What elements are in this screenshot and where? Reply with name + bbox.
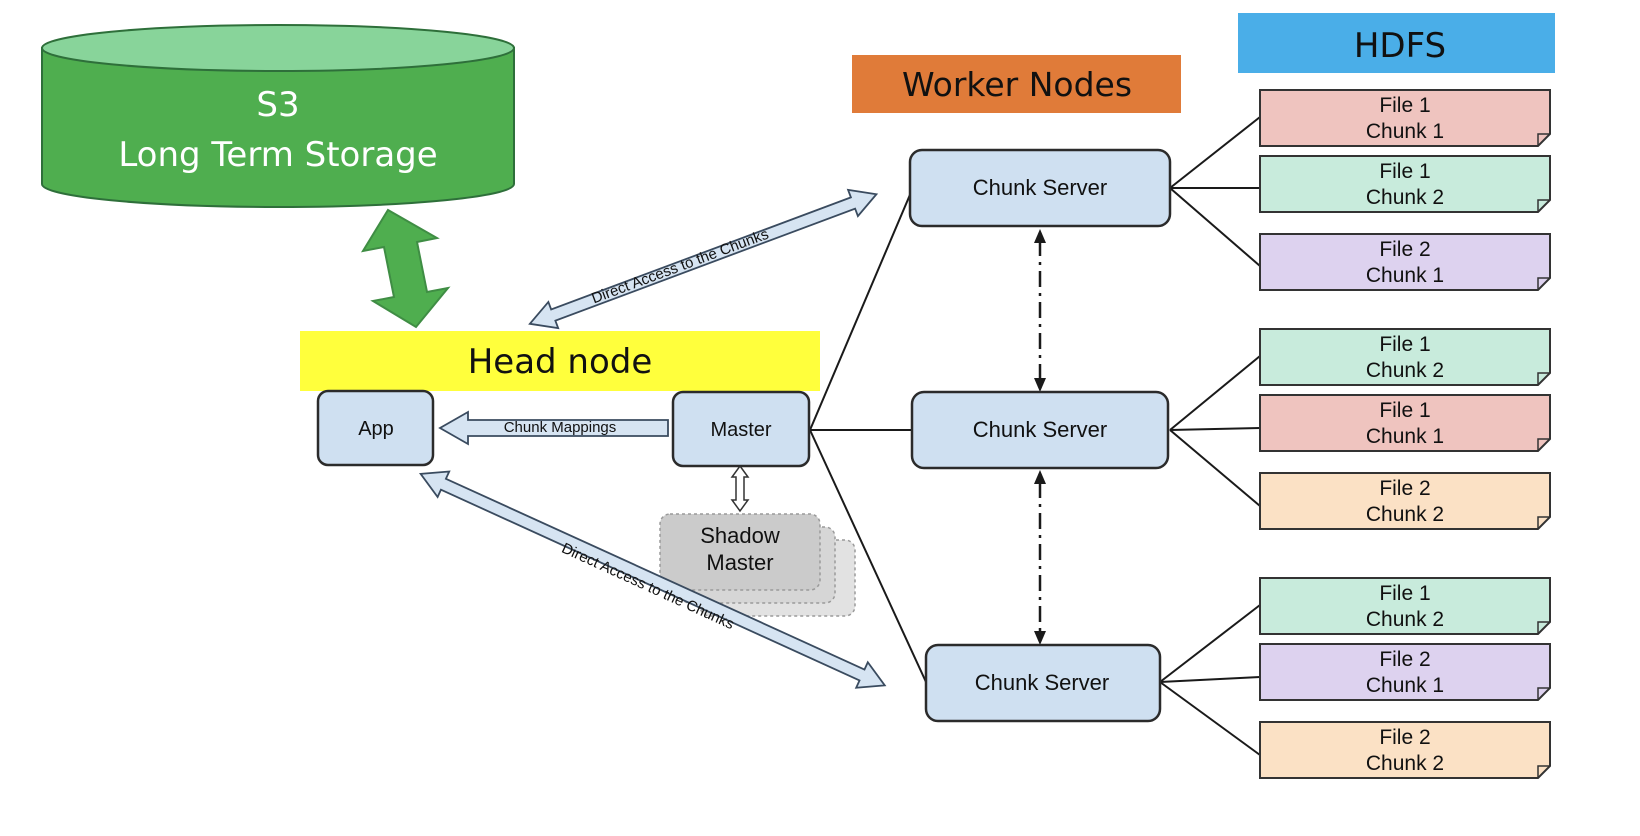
chunk-file-box: File 2 Chunk 2 bbox=[1259, 721, 1551, 779]
chunk-file-line2: Chunk 2 bbox=[1366, 359, 1444, 382]
chunk-file-line2: Chunk 2 bbox=[1366, 608, 1444, 631]
chunk-file-connectors bbox=[1159, 116, 1261, 756]
chunk-file-line1: File 2 bbox=[1379, 726, 1430, 749]
head-node-label: Head node bbox=[468, 342, 653, 382]
app-label: App bbox=[358, 418, 394, 440]
master-node: Master bbox=[671, 390, 811, 468]
chunk-file-line1: File 1 bbox=[1379, 160, 1430, 183]
direct-access-arrow-top: Direct Access to the Chunks bbox=[528, 188, 879, 330]
chunk-file-box: File 2 Chunk 1 bbox=[1259, 233, 1551, 291]
worker-nodes-label: Worker Nodes bbox=[902, 65, 1132, 104]
chunk-file-line2: Chunk 2 bbox=[1366, 186, 1444, 209]
chunk-mappings-arrow: Chunk Mappings bbox=[438, 410, 669, 446]
chunk-file-box: File 1 Chunk 1 bbox=[1259, 89, 1551, 147]
chunk-server-2-label: Chunk Server bbox=[973, 417, 1108, 442]
chunk-mappings-label: Chunk Mappings bbox=[504, 419, 617, 436]
chunk-server-3: Chunk Server bbox=[924, 643, 1162, 723]
s3-title: S3 bbox=[256, 85, 299, 125]
chunk-file-box: File 2 Chunk 2 bbox=[1259, 472, 1551, 530]
app-node: App bbox=[316, 389, 435, 467]
head-node-banner: Head node bbox=[300, 331, 820, 391]
chunk-file-line2: Chunk 1 bbox=[1366, 425, 1444, 448]
chunk-file-box: File 2 Chunk 1 bbox=[1259, 643, 1551, 701]
shadow-master: Shadow Master bbox=[659, 513, 856, 617]
worker-nodes-banner: Worker Nodes bbox=[852, 55, 1181, 113]
chunk-file-line1: File 1 bbox=[1379, 94, 1430, 117]
chunk-file-box: File 1 Chunk 2 bbox=[1259, 155, 1551, 213]
chunk-file-line2: Chunk 2 bbox=[1366, 752, 1444, 775]
chunk-server-1: Chunk Server bbox=[908, 148, 1172, 228]
master-connectors bbox=[809, 189, 927, 683]
chunk-server-3-label: Chunk Server bbox=[975, 670, 1110, 695]
chunk-server-2: Chunk Server bbox=[910, 390, 1170, 470]
chunk-file-line2: Chunk 1 bbox=[1366, 674, 1444, 697]
chunk-file-line1: File 2 bbox=[1379, 648, 1430, 671]
replication-links bbox=[1034, 229, 1046, 645]
hdfs-banner: HDFS bbox=[1238, 13, 1555, 73]
hdfs-label: HDFS bbox=[1354, 26, 1446, 66]
chunk-file-line2: Chunk 1 bbox=[1366, 120, 1444, 143]
s3-storage-cylinder: S3 Long Term Storage bbox=[41, 24, 515, 208]
chunk-file-box: File 1 Chunk 2 bbox=[1259, 328, 1551, 386]
shadow-master-line2: Master bbox=[706, 550, 773, 575]
chunk-file-line1: File 1 bbox=[1379, 399, 1430, 422]
master-label: Master bbox=[710, 419, 771, 441]
s3-subtitle: Long Term Storage bbox=[118, 135, 437, 175]
shadow-master-line1: Shadow bbox=[700, 523, 780, 548]
chunk-file-box: File 1 Chunk 1 bbox=[1259, 394, 1551, 452]
chunk-file-line2: Chunk 1 bbox=[1366, 264, 1444, 287]
chunk-server-1-label: Chunk Server bbox=[973, 175, 1108, 200]
chunk-file-line1: File 1 bbox=[1379, 582, 1430, 605]
master-shadow-arrow bbox=[730, 464, 750, 513]
direct-access-top-label: Direct Access to the Chunks bbox=[589, 226, 771, 308]
chunk-file-line1: File 2 bbox=[1379, 238, 1430, 261]
chunk-file-line1: File 2 bbox=[1379, 477, 1430, 500]
chunk-file-line1: File 1 bbox=[1379, 333, 1430, 356]
s3-head-double-arrow bbox=[360, 208, 451, 329]
chunk-file-box: File 1 Chunk 2 bbox=[1259, 577, 1551, 635]
chunk-file-line2: Chunk 2 bbox=[1366, 503, 1444, 526]
